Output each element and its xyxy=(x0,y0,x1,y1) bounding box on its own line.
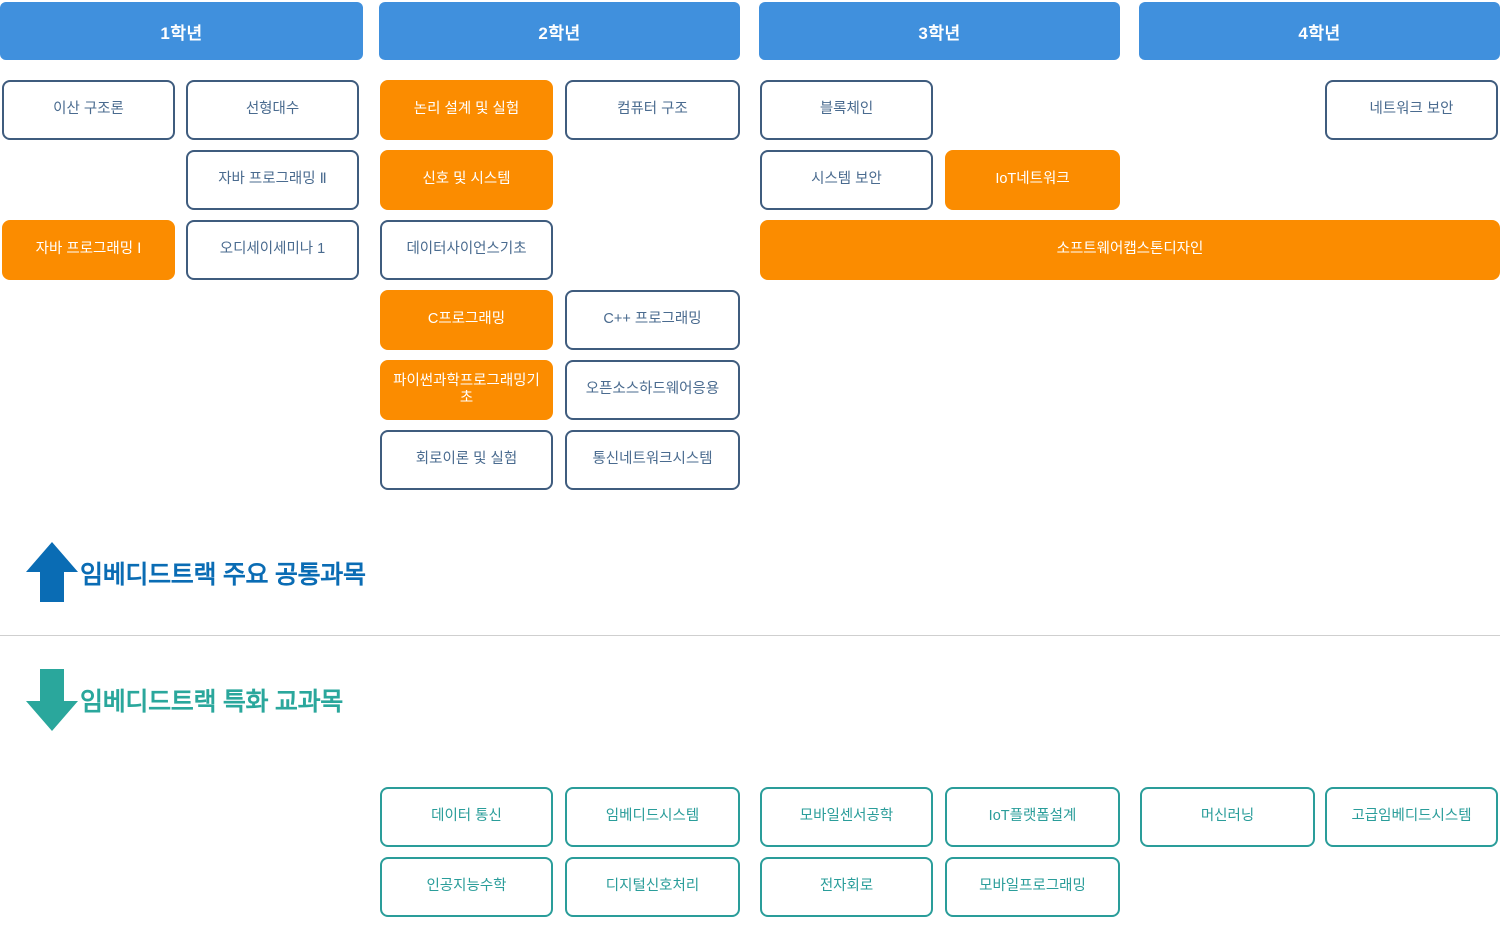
legend-common-track: 임베디드트랙 주요 공통과목 xyxy=(24,538,366,608)
course-box[interactable]: 데이터사이언스기초 xyxy=(380,220,553,280)
year-header-label: 2학년 xyxy=(538,23,581,43)
special-course-box[interactable]: 디지털신호처리 xyxy=(565,857,740,917)
course-label: 인공지능수학 xyxy=(426,878,507,895)
course-label: 오픈소스하드웨어응용 xyxy=(585,381,720,398)
legend-special-label: 임베디드트랙 특화 교과목 xyxy=(80,688,343,716)
special-course-box[interactable]: IoT플랫폼설계 xyxy=(945,787,1120,847)
course-label: 소프트웨어캡스톤디자인 xyxy=(1056,241,1204,258)
special-course-box[interactable]: 머신러닝 xyxy=(1140,787,1315,847)
course-box[interactable]: 시스템 보안 xyxy=(760,150,933,210)
special-course-box[interactable]: 전자회로 xyxy=(760,857,933,917)
course-box[interactable]: 통신네트워크시스템 xyxy=(565,430,740,490)
year-header-label: 1학년 xyxy=(160,23,203,43)
course-box[interactable]: 선형대수 xyxy=(186,80,359,140)
course-label: 파이썬과학프로그래밍기초 xyxy=(393,372,540,406)
course-box[interactable]: C프로그래밍 xyxy=(380,290,553,350)
course-box[interactable]: 회로이론 및 실험 xyxy=(380,430,553,490)
course-label: 디지털신호처리 xyxy=(605,878,700,895)
course-box[interactable]: 오디세이세미나 1 xyxy=(186,220,359,280)
course-box[interactable]: 파이썬과학프로그래밍기초 xyxy=(380,360,553,420)
course-label: 논리 설계 및 실험 xyxy=(413,101,520,118)
course-label: 이산 구조론 xyxy=(53,101,124,118)
course-label: 네트워크 보안 xyxy=(1369,101,1454,118)
course-box[interactable]: 오픈소스하드웨어응용 xyxy=(565,360,740,420)
legend-common-label: 임베디드트랙 주요 공통과목 xyxy=(80,561,366,589)
course-label: 모바일센서공학 xyxy=(799,808,894,825)
course-box[interactable]: 이산 구조론 xyxy=(2,80,175,140)
course-box[interactable]: 논리 설계 및 실험 xyxy=(380,80,553,140)
course-label: C++ 프로그래밍 xyxy=(603,311,702,328)
course-label: IoT네트워크 xyxy=(995,171,1070,188)
legend-special-track: 임베디드트랙 특화 교과목 xyxy=(24,665,343,735)
year-header-label: 3학년 xyxy=(918,23,961,43)
course-label: 회로이론 및 실험 xyxy=(415,451,518,468)
course-label: 통신네트워크시스템 xyxy=(592,451,713,468)
course-box[interactable]: IoT네트워크 xyxy=(945,150,1120,210)
course-label: 선형대수 xyxy=(245,101,300,118)
course-label: 데이터 통신 xyxy=(431,808,502,825)
course-box[interactable]: 네트워크 보안 xyxy=(1325,80,1498,140)
course-label: 머신러닝 xyxy=(1200,808,1255,825)
course-label: 컴퓨터 구조 xyxy=(617,101,688,118)
special-course-box[interactable]: 모바일프로그래밍 xyxy=(945,857,1120,917)
course-label: 신호 및 시스템 xyxy=(422,171,511,188)
arrow-down-icon xyxy=(24,665,80,735)
year-header-2: 2학년 xyxy=(379,2,740,60)
year-header-4: 4학년 xyxy=(1139,2,1500,60)
arrow-up-icon xyxy=(24,538,80,608)
special-course-box[interactable]: 임베디드시스템 xyxy=(565,787,740,847)
course-label: C프로그래밍 xyxy=(427,311,506,328)
course-box[interactable]: 신호 및 시스템 xyxy=(380,150,553,210)
year-header-1: 1학년 xyxy=(0,2,363,60)
year-header-3: 3학년 xyxy=(759,2,1120,60)
course-label: IoT플랫폼설계 xyxy=(988,808,1077,825)
course-box[interactable]: 소프트웨어캡스톤디자인 xyxy=(760,220,1500,280)
course-label: 자바 프로그래밍 Ⅰ xyxy=(35,241,142,258)
course-label: 고급임베디드시스템 xyxy=(1351,808,1472,825)
year-header-label: 4학년 xyxy=(1298,23,1341,43)
course-box[interactable]: 자바 프로그래밍 Ⅰ xyxy=(2,220,175,280)
course-box[interactable]: 컴퓨터 구조 xyxy=(565,80,740,140)
course-box[interactable]: 자바 프로그래밍 Ⅱ xyxy=(186,150,359,210)
course-label: 모바일프로그래밍 xyxy=(979,878,1086,895)
special-course-box[interactable]: 고급임베디드시스템 xyxy=(1325,787,1498,847)
course-label: 자바 프로그래밍 Ⅱ xyxy=(218,171,327,188)
course-label: 오디세이세미나 1 xyxy=(219,241,326,258)
special-course-box[interactable]: 인공지능수학 xyxy=(380,857,553,917)
course-box[interactable]: C++ 프로그래밍 xyxy=(565,290,740,350)
special-course-box[interactable]: 모바일센서공학 xyxy=(760,787,933,847)
course-label: 데이터사이언스기초 xyxy=(406,241,527,258)
section-divider xyxy=(0,635,1500,636)
course-box[interactable]: 블록체인 xyxy=(760,80,933,140)
special-course-box[interactable]: 데이터 통신 xyxy=(380,787,553,847)
course-label: 전자회로 xyxy=(819,878,874,895)
course-label: 임베디드시스템 xyxy=(605,808,700,825)
course-label: 블록체인 xyxy=(819,101,874,118)
course-label: 시스템 보안 xyxy=(811,171,882,188)
